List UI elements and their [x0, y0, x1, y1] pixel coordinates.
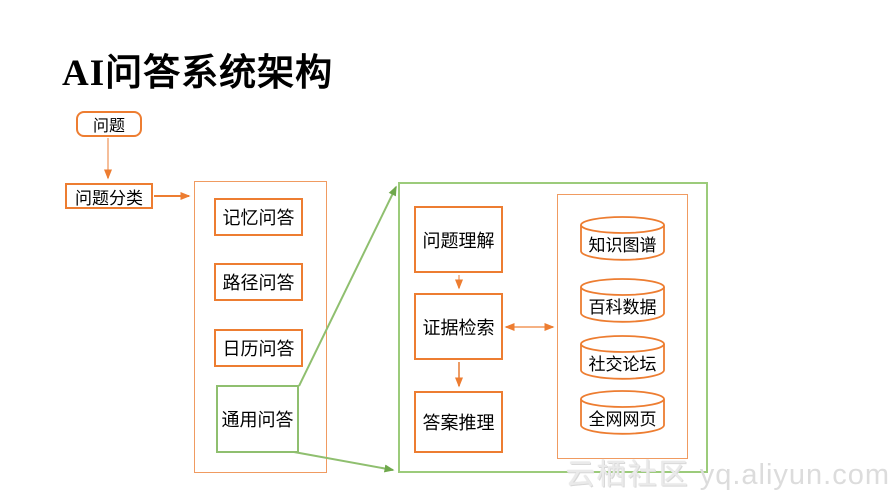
category-box-memory-qa: 记忆问答	[214, 198, 303, 236]
datasource-social-forum: 社交论坛	[579, 334, 666, 381]
datasource-panel	[557, 194, 688, 459]
watermark-url: yq.aliyun.com	[699, 459, 890, 491]
datasource-label: 知识图谱	[588, 236, 657, 255]
pipeline-box-answer-reasoning: 答案推理	[414, 391, 503, 453]
database-cylinder-icon	[580, 278, 665, 323]
pipeline-box-question-understanding: 问题理解	[414, 206, 503, 273]
datasource-knowledge-graph: 知识图谱	[579, 215, 666, 262]
watermark: 云栖社区 yq.aliyun.com	[566, 451, 890, 493]
pipeline-label: 问题理解	[422, 230, 495, 251]
category-box-calendar-qa: 日历问答	[214, 329, 303, 367]
category-label: 通用问答	[221, 410, 294, 430]
database-cylinder-icon	[580, 390, 665, 435]
datasource-label: 社交论坛	[588, 355, 657, 374]
datasource-encyclopedia-data: 百科数据	[579, 277, 666, 324]
question-box: 问题	[76, 111, 142, 137]
pipeline-label: 证据检索	[422, 317, 495, 338]
category-label: 路径问答	[222, 273, 295, 293]
question-classifier-label: 问题分类	[75, 188, 143, 208]
watermark-site-name: 云栖社区	[565, 459, 690, 491]
pipeline-box-evidence-retrieval: 证据检索	[414, 293, 503, 360]
general-qa-detail-panel	[398, 182, 708, 473]
database-cylinder-icon	[580, 216, 665, 261]
datasource-label: 全网网页	[588, 410, 657, 429]
pipeline-label: 答案推理	[422, 413, 495, 433]
category-box-general-qa: 通用问答	[216, 385, 299, 453]
category-label: 记忆问答	[222, 208, 295, 228]
database-cylinder-icon	[580, 335, 665, 380]
page-title: AI问答系统架构	[62, 53, 334, 94]
question-label: 问题	[92, 118, 125, 135]
question-classifier-box: 问题分类	[65, 183, 153, 209]
datasource-label: 百科数据	[588, 298, 657, 317]
datasource-whole-web-pages: 全网网页	[579, 389, 666, 436]
category-box-path-qa: 路径问答	[214, 263, 303, 301]
category-label: 日历问答	[222, 339, 295, 359]
